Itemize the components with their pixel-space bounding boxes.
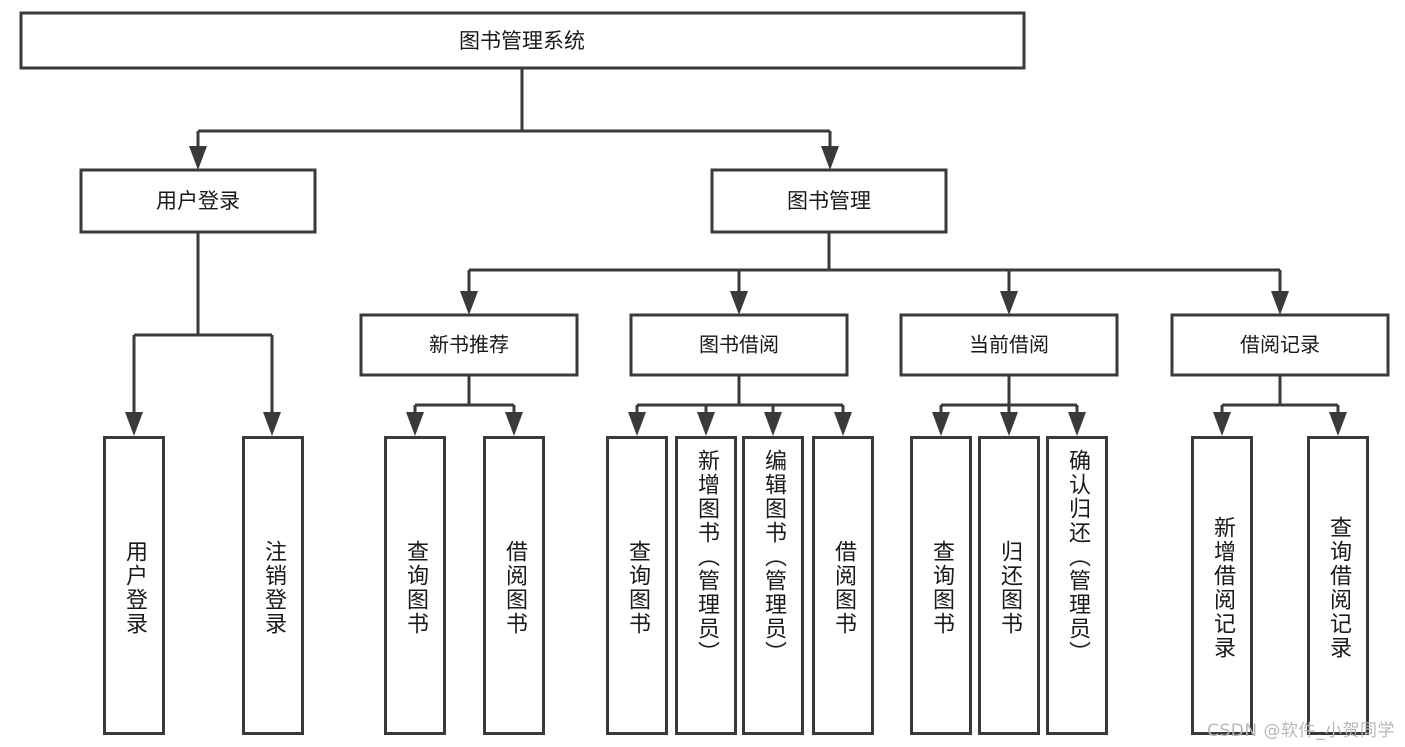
node-user-login[interactable]: 用户登录: [79, 168, 317, 234]
leaf-currentborrow-return-book[interactable]: 归还图书: [978, 436, 1040, 735]
connector-user-login-to-leaves: [125, 232, 281, 436]
leaf-currentborrow-search-book-label: 查询图书: [929, 539, 954, 636]
borrow-record-label: 借阅记录: [1240, 333, 1320, 357]
arrow-head-bb-add-book: [697, 412, 715, 436]
book-management-label: 图书管理: [787, 189, 871, 213]
leaf-borrowrecord-add-record-label: 新增借阅记录: [1210, 515, 1235, 660]
new-book-recommend-label: 新书推荐: [429, 333, 509, 357]
leaf-currentborrow-confirm-return-label: 确认归还（管理员）: [1065, 449, 1090, 665]
leaf-newbook-borrow-book[interactable]: 借阅图书: [483, 436, 545, 735]
node-book-borrow[interactable]: 图书借阅: [629, 313, 849, 377]
leaf-borrowrecord-search-record-label: 查询借阅记录: [1326, 515, 1351, 660]
connector-borrow-record-to-leaves: [1213, 375, 1347, 436]
node-current-borrow[interactable]: 当前借阅: [899, 313, 1119, 377]
book-borrow-label: 图书借阅: [699, 333, 779, 357]
user-login-label: 用户登录: [156, 189, 240, 213]
root-label: 图书管理系统: [459, 29, 585, 53]
leaf-borrowrecord-search-record[interactable]: 查询借阅记录: [1307, 436, 1369, 735]
arrow-head-user-login: [189, 146, 207, 170]
connector-new-book-to-leaves: [406, 375, 523, 436]
connector-root-to-level2: [189, 68, 839, 170]
arrow-head-current-borrow: [1000, 291, 1018, 315]
leaf-bookborrow-edit-book-label: 编辑图书（管理员）: [761, 449, 786, 665]
arrow-head-br-add-record: [1213, 412, 1231, 436]
leaf-bookborrow-borrow-book-label: 借阅图书: [831, 539, 856, 636]
new-book-recommend-box[interactable]: [359, 313, 579, 377]
arrow-head-cb-confirm-return: [1068, 412, 1086, 436]
current-borrow-box[interactable]: [899, 313, 1119, 377]
leaf-newbook-search-book[interactable]: 查询图书: [384, 436, 446, 735]
leaf-logout[interactable]: 注销登录: [242, 436, 304, 735]
arrow-head-br-search-record: [1329, 412, 1347, 436]
leaf-user-login-label: 用户登录: [122, 539, 147, 636]
leaf-user-login[interactable]: 用户登录: [103, 436, 165, 735]
leaf-currentborrow-confirm-return[interactable]: 确认归还（管理员）: [1046, 436, 1108, 735]
connector-book-borrow-to-leaves: [628, 375, 852, 436]
leaf-bookborrow-edit-book[interactable]: 编辑图书（管理员）: [742, 436, 804, 735]
arrow-head-leaf-logout: [263, 412, 281, 436]
arrow-head-cb-return-book: [1000, 412, 1018, 436]
arrow-head-book-manage: [821, 146, 839, 170]
connector-book-management-to-level3: [460, 232, 1289, 315]
root-box[interactable]: [19, 11, 1026, 70]
node-book-management[interactable]: 图书管理: [710, 168, 948, 234]
current-borrow-label: 当前借阅: [969, 333, 1049, 357]
arrow-head-bb-borrow-book: [834, 412, 852, 436]
leaf-logout-label: 注销登录: [261, 539, 286, 636]
leaf-bookborrow-search-book-label: 查询图书: [625, 539, 650, 636]
arrow-head-new-book: [460, 291, 478, 315]
arrow-head-nb-borrow-book: [505, 412, 523, 436]
node-new-book-recommend[interactable]: 新书推荐: [359, 313, 579, 377]
leaf-bookborrow-add-book[interactable]: 新增图书（管理员）: [675, 436, 737, 735]
book-borrow-box[interactable]: [629, 313, 849, 377]
arrow-head-borrow-record: [1271, 291, 1289, 315]
arrow-head-leaf-user-login: [125, 412, 143, 436]
leaf-bookborrow-add-book-label: 新增图书（管理员）: [694, 449, 719, 665]
leaf-bookborrow-borrow-book[interactable]: 借阅图书: [812, 436, 874, 735]
connector-current-borrow-to-leaves: [932, 375, 1086, 436]
leaf-currentborrow-search-book[interactable]: 查询图书: [910, 436, 972, 735]
node-borrow-record[interactable]: 借阅记录: [1170, 313, 1390, 377]
leaf-currentborrow-return-book-label: 归还图书: [997, 539, 1022, 636]
leaf-borrowrecord-add-record[interactable]: 新增借阅记录: [1191, 436, 1253, 735]
arrow-head-cb-search-book: [932, 412, 950, 436]
arrow-head-nb-search-book: [406, 412, 424, 436]
leaf-newbook-search-book-label: 查询图书: [403, 539, 428, 636]
arrow-head-bb-search-book: [628, 412, 646, 436]
arrow-head-bb-edit-book: [764, 412, 782, 436]
arrow-head-book-borrow: [730, 291, 748, 315]
node-root[interactable]: 图书管理系统: [19, 11, 1026, 70]
leaf-bookborrow-search-book[interactable]: 查询图书: [606, 436, 668, 735]
leaf-newbook-borrow-book-label: 借阅图书: [502, 539, 527, 636]
